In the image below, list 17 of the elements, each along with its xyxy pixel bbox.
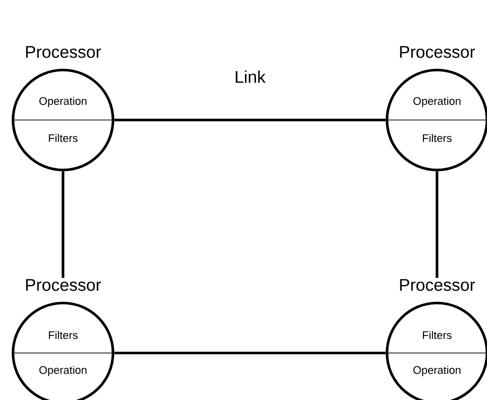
link-line [436, 171, 438, 278]
heading: Processor [26, 46, 101, 58]
circle-label: Filters [48, 330, 78, 340]
circle-label: Operation [413, 366, 460, 376]
heading: Processor [400, 279, 475, 291]
circle-label: Operation [39, 366, 86, 376]
circle-label: Operation [39, 96, 86, 108]
link-line [114, 352, 386, 354]
edge-label: Link [233, 69, 267, 84]
link-line [62, 171, 64, 278]
circle-label: Filters [48, 134, 78, 142]
circle-label: Filters [422, 330, 452, 340]
circle-label: Operation [413, 96, 460, 108]
link-line [114, 118, 386, 122]
heading: Processor [400, 46, 475, 58]
circle-label: Filters [422, 134, 452, 142]
heading: Processor [26, 279, 101, 291]
